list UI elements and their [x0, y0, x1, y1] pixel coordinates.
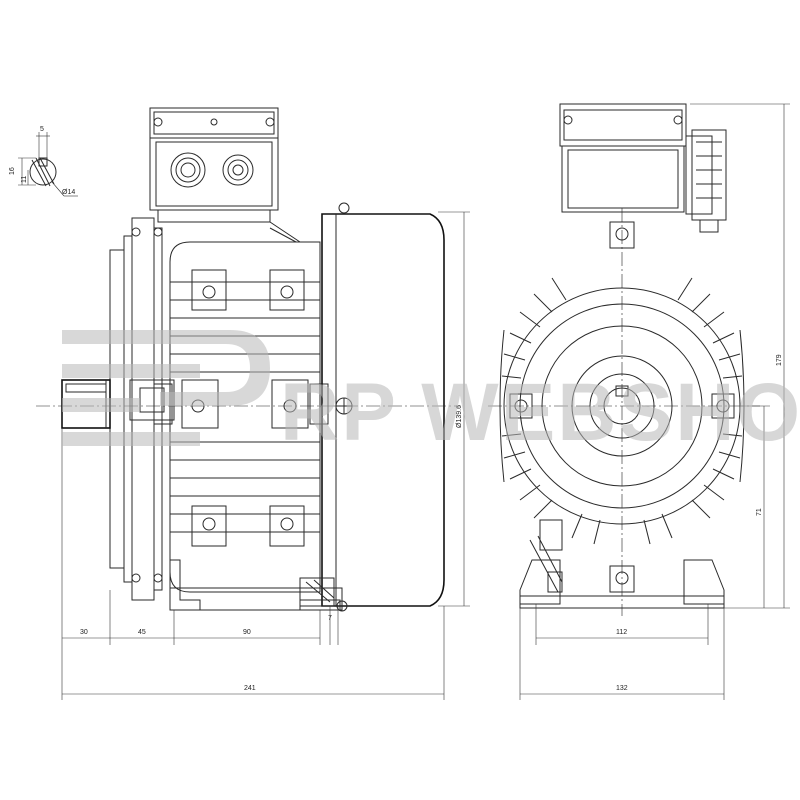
- terminal-box-front: [559, 103, 727, 233]
- flange-to-foot-label: 45: [138, 629, 146, 636]
- watermark: RP WEBSHOP: [62, 330, 800, 458]
- overall-height-label: 179: [776, 354, 783, 366]
- terminal-box-side: [149, 107, 279, 223]
- keyway-height-label: 16: [9, 167, 16, 175]
- keyway-detail: 5 16 11 Ø14: [9, 126, 78, 197]
- foot-thickness-label: 7: [328, 615, 332, 622]
- flange-diameter-label: Ø139.6: [456, 405, 463, 428]
- keyway-width-label: 5: [40, 126, 44, 133]
- shaft-length-label: 30: [80, 629, 88, 636]
- foot-hole-spacing-label: 112: [616, 629, 627, 636]
- shaft-height-label: 71: [756, 508, 763, 516]
- front-view: 112 132 71 179: [488, 103, 790, 700]
- overall-length-label: 241: [244, 685, 256, 692]
- watermark-text: RP WEBSHOP: [280, 367, 800, 458]
- front-view-dimensions: 112 132 71 179: [519, 103, 790, 700]
- foot-width-label: 132: [616, 685, 628, 692]
- keyway-depth-label: 11: [21, 176, 28, 183]
- foot-side: [169, 559, 343, 611]
- side-view-dimensions: 30 45 90 7 241 Ø139.6: [61, 211, 470, 700]
- foot-spacing-label: 90: [243, 629, 251, 636]
- shaft-diameter-label: Ø14: [62, 189, 75, 196]
- cooling-fins: [501, 277, 743, 545]
- watermark-logo-shape: [62, 330, 270, 446]
